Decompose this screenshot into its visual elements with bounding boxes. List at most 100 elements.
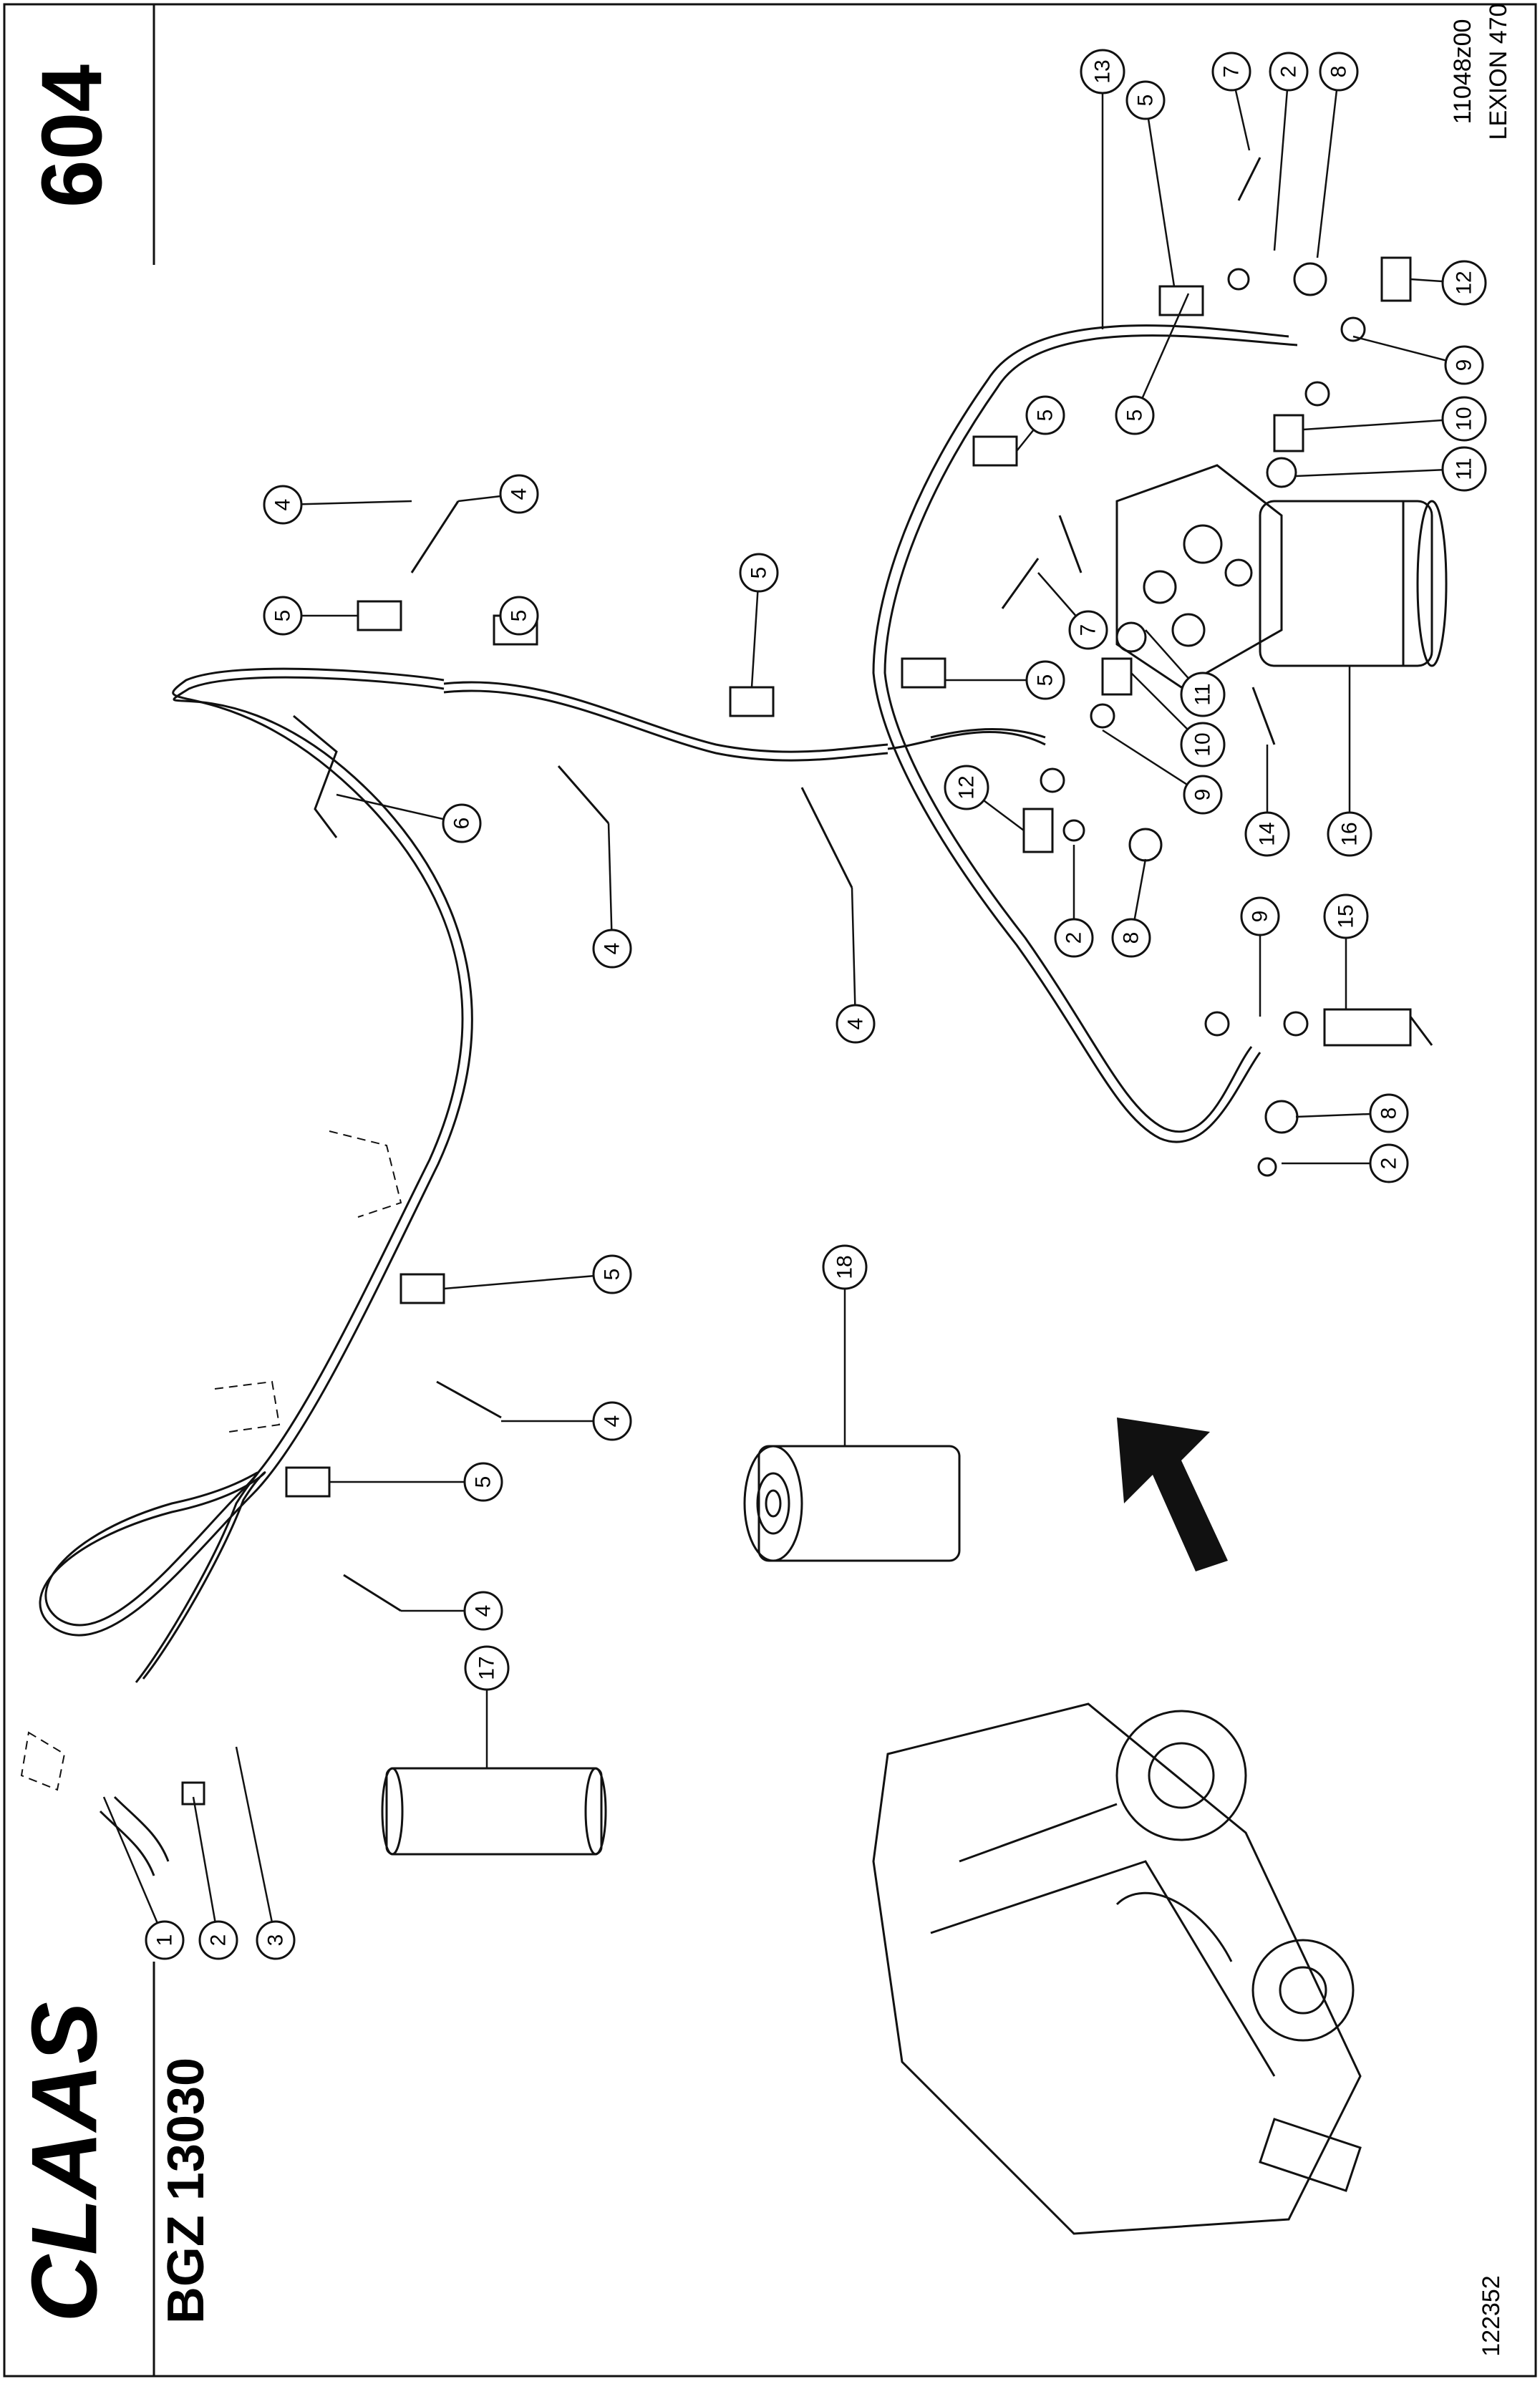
- callout-number: 9: [1249, 911, 1272, 923]
- callout-circle: [822, 1244, 868, 1290]
- callout-bubble-2: 2: [1054, 918, 1094, 958]
- callout-circle: [263, 485, 303, 525]
- hardware-parts: [99, 157, 1433, 1876]
- callout-bubble-4: 4: [499, 474, 539, 514]
- callout-number: 8: [1377, 1108, 1401, 1120]
- callout-bubble-6: 6: [442, 803, 482, 843]
- callout-number: 11: [1453, 457, 1476, 480]
- callout-bubble-13: 13: [1080, 49, 1125, 95]
- phantom-outlines: [20, 1130, 402, 1791]
- hose-13: [872, 324, 1298, 1143]
- filter-cartridge-18: [743, 1445, 961, 1562]
- callout-bubble-5: 5: [499, 596, 539, 636]
- callout-bubble-7: 7: [1211, 52, 1251, 92]
- callout-number: 14: [1256, 822, 1279, 845]
- filter-element-17: [381, 1767, 607, 1856]
- callout-number: 5: [271, 610, 295, 622]
- callout-bubble-17: 17: [464, 1645, 510, 1691]
- callout-circle: [1441, 446, 1487, 492]
- callout-circle: [442, 803, 482, 843]
- callout-circle: [1054, 918, 1094, 958]
- callout-bubble-2: 2: [1269, 52, 1309, 92]
- callout-circle: [463, 1591, 503, 1631]
- callout-bubble-10: 10: [1180, 722, 1226, 767]
- callout-circle: [1183, 775, 1223, 815]
- callout-leader-line: [1273, 71, 1290, 251]
- callout-circle: [592, 1401, 632, 1441]
- callout-number: 4: [508, 488, 531, 500]
- callout-number: 8: [1327, 66, 1351, 78]
- callout-number: 13: [1091, 59, 1115, 83]
- callout-bubble-8: 8: [1319, 52, 1359, 92]
- callout-circle: [263, 596, 303, 636]
- callout-leader-line: [235, 1746, 277, 1941]
- callout-circle: [1369, 1143, 1409, 1183]
- callout-circle: [1441, 260, 1487, 306]
- callout-circle: [256, 1920, 296, 1960]
- callout-leader-line: [1133, 293, 1190, 416]
- callout-bubble-4: 4: [592, 929, 632, 969]
- callout-circle: [1369, 1093, 1409, 1133]
- callout-circle: [836, 1004, 876, 1044]
- callout-circle: [1244, 811, 1290, 857]
- callout-number: 2: [1277, 66, 1301, 78]
- callout-bubble-1: 1: [145, 1920, 185, 1960]
- callout-bubble-16: 16: [1327, 811, 1372, 857]
- callout-bubble-11: 11: [1441, 446, 1487, 492]
- callout-bubble-5: 5: [592, 1254, 632, 1294]
- callout-circle: [198, 1920, 238, 1960]
- callout-number: 4: [601, 1415, 624, 1428]
- document-code: 11048z00: [1449, 19, 1476, 125]
- callout-number: 5: [601, 1269, 624, 1281]
- callout-number: 10: [1191, 732, 1215, 756]
- callout-circle: [1115, 395, 1155, 435]
- callout-bubble-18: 18: [822, 1244, 868, 1290]
- callout-number: 7: [1220, 66, 1244, 78]
- callout-number: 12: [1453, 271, 1476, 294]
- callout-number: 2: [1377, 1158, 1401, 1170]
- callout-bubble-5: 5: [1115, 395, 1155, 435]
- callout-circle: [1441, 396, 1487, 442]
- direction-arrow-icon: [1117, 1418, 1228, 1571]
- drawing-number: 122352: [1478, 2275, 1505, 2356]
- callout-leader-line: [1302, 417, 1465, 431]
- callout-circle: [1444, 345, 1484, 385]
- callout-circle: [1180, 672, 1226, 717]
- callout-bubble-12: 12: [944, 765, 989, 810]
- callout-circle: [1080, 49, 1125, 95]
- callout-number: 5: [747, 567, 771, 579]
- callout-bubble-2: 2: [1369, 1143, 1409, 1183]
- combine-harvester-overview: [872, 1702, 1362, 2235]
- callout-number: 5: [1134, 95, 1158, 107]
- callout-bubble-9: 9: [1444, 345, 1484, 385]
- callout-bubble-8: 8: [1369, 1093, 1409, 1133]
- callout-leader-line: [282, 500, 412, 506]
- callout-bubble-8: 8: [1111, 918, 1151, 958]
- callout-number: 16: [1338, 822, 1362, 845]
- callout-circle: [1240, 896, 1280, 936]
- callout-number: 5: [508, 610, 531, 622]
- machine-model: LEXION 470: [1485, 4, 1512, 140]
- callout-number: 4: [601, 943, 624, 955]
- callout-leader-line: [192, 1796, 220, 1941]
- callout-bubble-15: 15: [1323, 893, 1369, 939]
- callout-circle: [1319, 52, 1359, 92]
- callout-number: 4: [271, 499, 295, 511]
- callout-circle: [1327, 811, 1372, 857]
- callout-circle: [1025, 395, 1065, 435]
- callout-circle: [463, 1462, 503, 1502]
- callout-number: 17: [475, 1656, 499, 1680]
- callout-bubble-9: 9: [1240, 896, 1280, 936]
- callout-circle: [499, 474, 539, 514]
- sheet-border: [3, 3, 1537, 2378]
- callout-number: 5: [472, 1476, 495, 1488]
- callout-number: 4: [844, 1018, 868, 1030]
- callout-bubble-5: 5: [1025, 660, 1065, 700]
- group-number: BGZ 13030: [158, 2058, 215, 2324]
- callout-number: 12: [955, 775, 979, 799]
- callout-number: 1: [153, 1934, 177, 1947]
- callout-circle: [1111, 918, 1151, 958]
